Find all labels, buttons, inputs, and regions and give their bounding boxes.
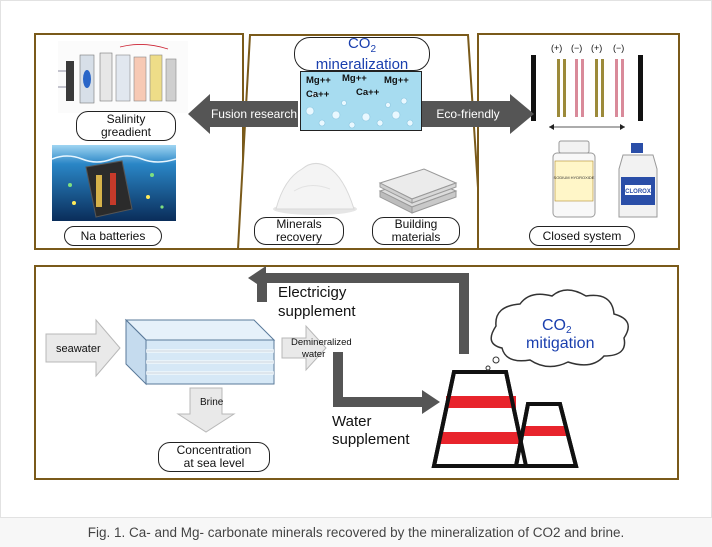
fusion-research-label: Fusion research <box>211 107 297 121</box>
bottle-naoh-label: SODIUM HYDROXIDE <box>554 175 595 180</box>
polarity-4: (−) <box>613 43 624 53</box>
building-materials-image <box>378 168 458 214</box>
salinity-gradient-label: Salinity greadient <box>76 111 176 141</box>
panel-closed-system: (+) (−) (+) (−) SODIUM HYDROXIDE CLOROX … <box>477 33 680 250</box>
process-diagram: seawater Demineralized water Brine Elect… <box>45 266 629 468</box>
ion-mg-1: Mg++ <box>306 75 331 86</box>
brine-label: Brine <box>200 397 224 408</box>
building-label-line2: materials <box>391 230 441 244</box>
co2-mitigation-line2: mitigation <box>526 335 594 352</box>
co2-title-sub: 2 <box>370 44 377 55</box>
na-battery-image <box>52 145 176 221</box>
ion-mg-3: Mg++ <box>384 75 409 86</box>
clorox-bottle: CLOROX <box>618 143 658 218</box>
eco-friendly-label: Eco-friendly <box>436 107 499 121</box>
electrodialysis-stack: (+) (−) (+) (−) <box>531 43 643 130</box>
co2-mitigation-co: CO <box>542 317 566 334</box>
polarity-3: (+) <box>591 43 602 53</box>
minerals-label-line2: recovery <box>275 230 322 244</box>
minerals-label-line1: Minerals <box>276 217 322 231</box>
ion-ca-2: Ca++ <box>356 87 380 98</box>
building-materials-label: Building materials <box>372 217 460 245</box>
co2-mitigation-sub: 2 <box>566 325 572 336</box>
demineralized-label-line1: Demineralized <box>291 337 352 348</box>
water-supplement-label-line2: supplement <box>332 431 410 448</box>
concentration-label: Concentration at sea level <box>158 442 270 472</box>
power-plant-icon <box>431 370 579 468</box>
ion-ca-1: Ca++ <box>306 89 330 100</box>
salinity-cell-schematic <box>58 41 188 113</box>
concentration-line2: at sea level <box>183 456 245 470</box>
minerals-recovery-label: Minerals recovery <box>254 217 344 245</box>
polarity-2: (−) <box>571 43 582 53</box>
brine-arrow <box>176 387 236 433</box>
fusion-research-arrow: Fusion research <box>188 94 298 134</box>
seawater-label: seawater <box>56 343 101 355</box>
membrane-stack <box>124 318 276 386</box>
panel-mineralization: CO2 mineralization Mg++ Mg++ Mg++ Ca++ C… <box>236 33 484 251</box>
co2-mitigation-line1: CO2 <box>542 317 572 336</box>
water-supplement-label-line1: Water <box>332 413 371 430</box>
sodium-hydroxide-bottle: SODIUM HYDROXIDE <box>552 140 596 218</box>
closed-system-label: Closed system <box>529 226 635 246</box>
salinity-label-line1: Salinity <box>106 112 146 126</box>
water-supplement-arrow <box>333 352 440 414</box>
seawater-arrow <box>45 318 121 378</box>
figure-caption: Fig. 1. Ca- and Mg- carbonate minerals r… <box>0 518 712 547</box>
electricity-label-line2: supplement <box>278 303 356 320</box>
concentration-line1: Concentration <box>176 443 252 457</box>
polarity-1: (+) <box>551 43 562 53</box>
mineral-powder-image <box>273 163 357 215</box>
co2-mineralization-title: CO2 mineralization <box>294 35 430 73</box>
electricity-label-line1: Electricigy <box>278 284 347 301</box>
co2-title-mineralization: mineralization <box>315 56 409 73</box>
demineralized-arrow <box>281 324 327 372</box>
building-label-line1: Building <box>394 217 438 231</box>
co2-mitigation-cloud <box>485 289 629 371</box>
co2-title-co: CO <box>347 35 371 52</box>
ion-mg-2: Mg++ <box>342 73 367 84</box>
eco-friendly-arrow: Eco-friendly <box>422 94 534 134</box>
demineralized-label-line2: water <box>301 349 325 360</box>
na-batteries-label: Na batteries <box>64 226 162 246</box>
salinity-label-line2: greadient <box>100 125 152 139</box>
panel-salinity: Salinity greadient Na batteries <box>34 33 244 250</box>
electricity-supplement-arrow <box>248 266 469 354</box>
bottle-clorox-label: CLOROX <box>625 189 651 195</box>
mineralization-tank: Mg++ Mg++ Mg++ Ca++ Ca++ <box>300 71 422 131</box>
